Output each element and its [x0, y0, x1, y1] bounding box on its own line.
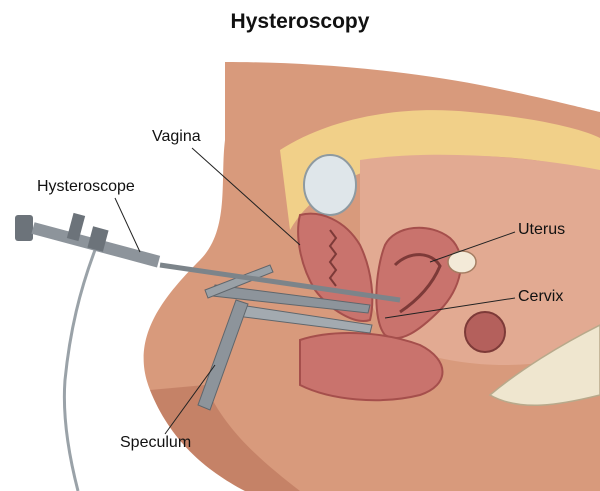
label-cervix: Cervix [518, 288, 564, 305]
speculum-handle [197, 299, 249, 411]
uterus-leader [429, 231, 516, 263]
cervix-leader [384, 297, 516, 319]
vaginal-rugae [328, 229, 338, 287]
speculum-leader [164, 364, 216, 435]
intestine-loop [464, 311, 506, 353]
speculum-upper-handle [204, 264, 274, 299]
sacrum [488, 324, 600, 407]
hysteroscope-eyepiece [15, 215, 33, 241]
hysteroscope-cable [62, 249, 97, 491]
fat-layer [280, 110, 600, 230]
thigh-shadow [150, 385, 300, 491]
hysteroscope-leader [114, 197, 141, 253]
label-hysteroscope: Hysteroscope [37, 178, 135, 195]
label-uterus: Uterus [518, 221, 566, 238]
diagram-title: Hysteroscopy [230, 10, 370, 33]
rectum [299, 332, 444, 402]
label-vagina: Vagina [152, 128, 201, 145]
bladder [303, 154, 357, 216]
hysteroscope-shaft [159, 262, 401, 303]
vagina-leader [191, 147, 301, 246]
hysteroscope-connector [87, 226, 109, 252]
uterine-cavity [393, 253, 442, 314]
hysteroscope-valve [66, 212, 86, 242]
label-speculum: Speculum [120, 434, 192, 451]
